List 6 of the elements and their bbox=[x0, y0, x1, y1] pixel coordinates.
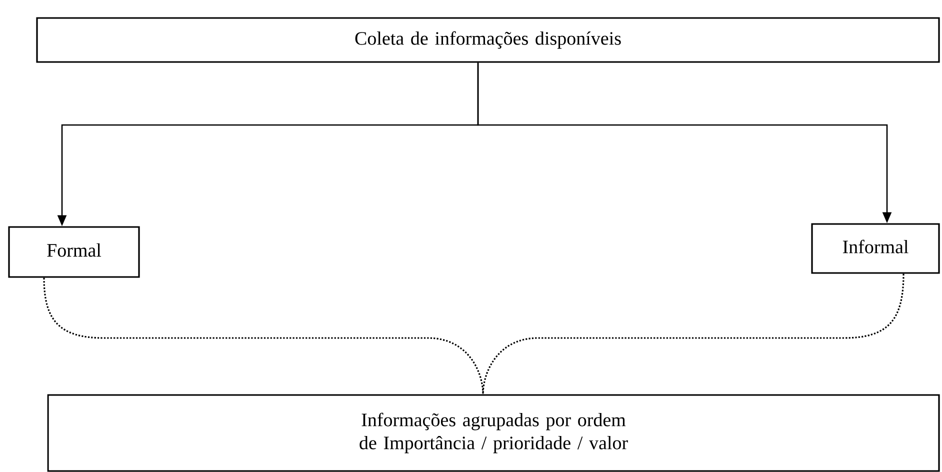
result-box: Informações agrupadas por ordem de Importância / prioridade / valor bbox=[47, 394, 940, 472]
dotted-connector bbox=[43, 278, 484, 394]
dotted-connector bbox=[482, 274, 904, 394]
heading-box: Coleta de informações disponíveis bbox=[36, 17, 940, 63]
category-box: Informal bbox=[811, 223, 940, 274]
category-box: Formal bbox=[8, 226, 140, 278]
